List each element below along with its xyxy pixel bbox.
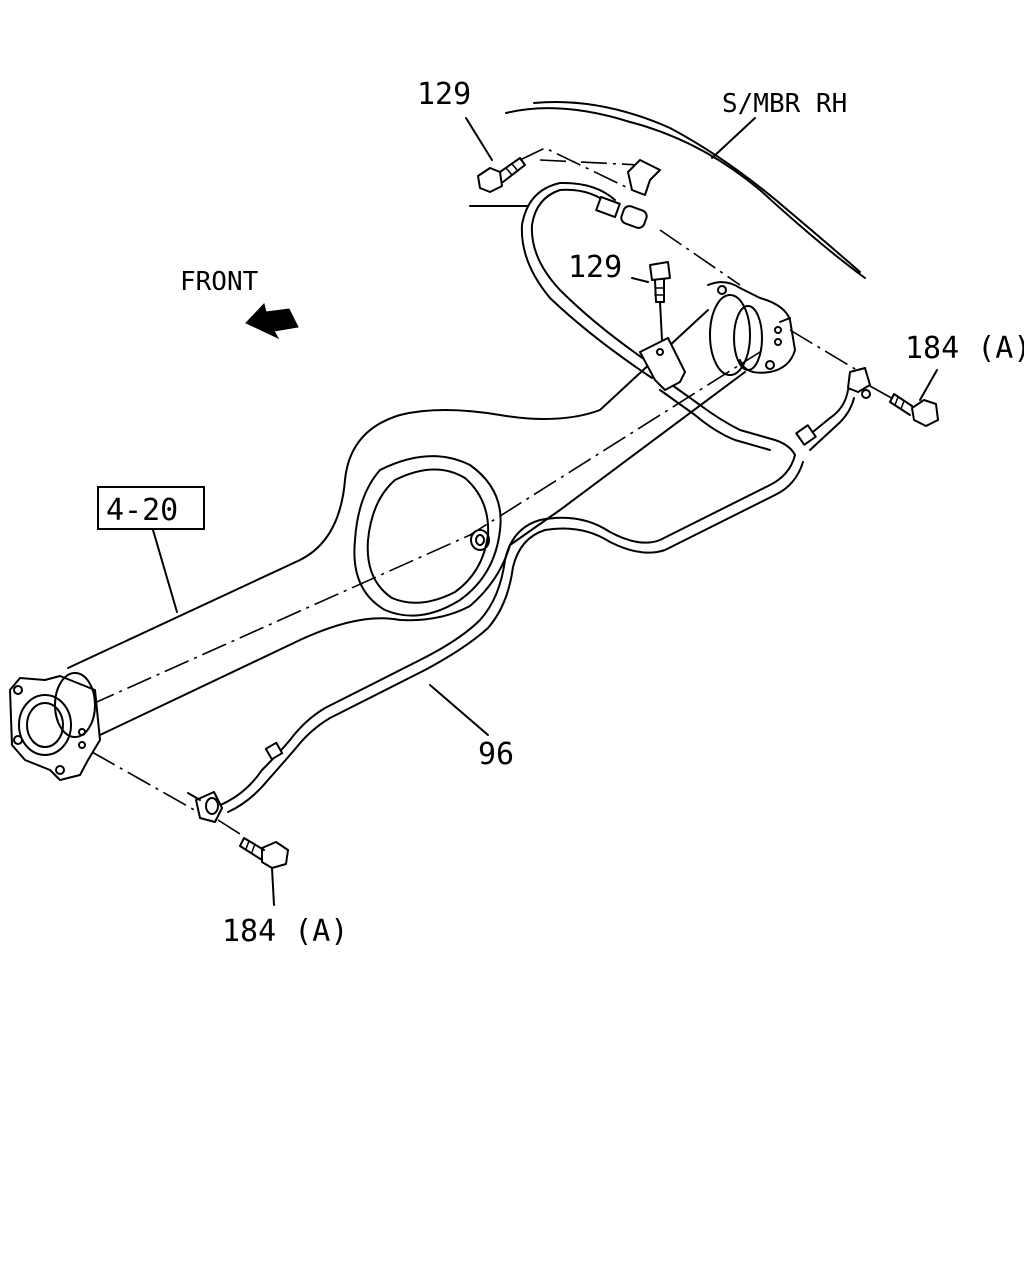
label-front: FRONT [180,267,259,297]
label-side-member: S/MBR RH [722,89,847,119]
left-sensor [91,741,284,835]
sensor-harness [217,147,856,813]
label-bolt-184-left: 184 (A) [222,914,348,949]
bolt-184-left-icon [239,837,289,906]
label-harness: 96 [478,737,514,772]
side-member-rh [505,101,866,279]
right-sensor [789,329,896,401]
bolt-129-top-icon [465,117,526,193]
label-bolt-129-bracket: 129 [568,250,622,285]
leader-lines [152,117,756,736]
bolt-184-right-icon [889,369,939,427]
rear-axle-housing [9,281,796,781]
front-arrow-icon [245,302,299,340]
axle-ref-box [97,486,205,530]
label-axle-ref: 4-20 [106,493,178,528]
label-bolt-184-right: 184 (A) [905,331,1024,366]
label-bolt-129-top: 129 [417,77,471,112]
bolt-129-bracket-icon [631,261,671,341]
